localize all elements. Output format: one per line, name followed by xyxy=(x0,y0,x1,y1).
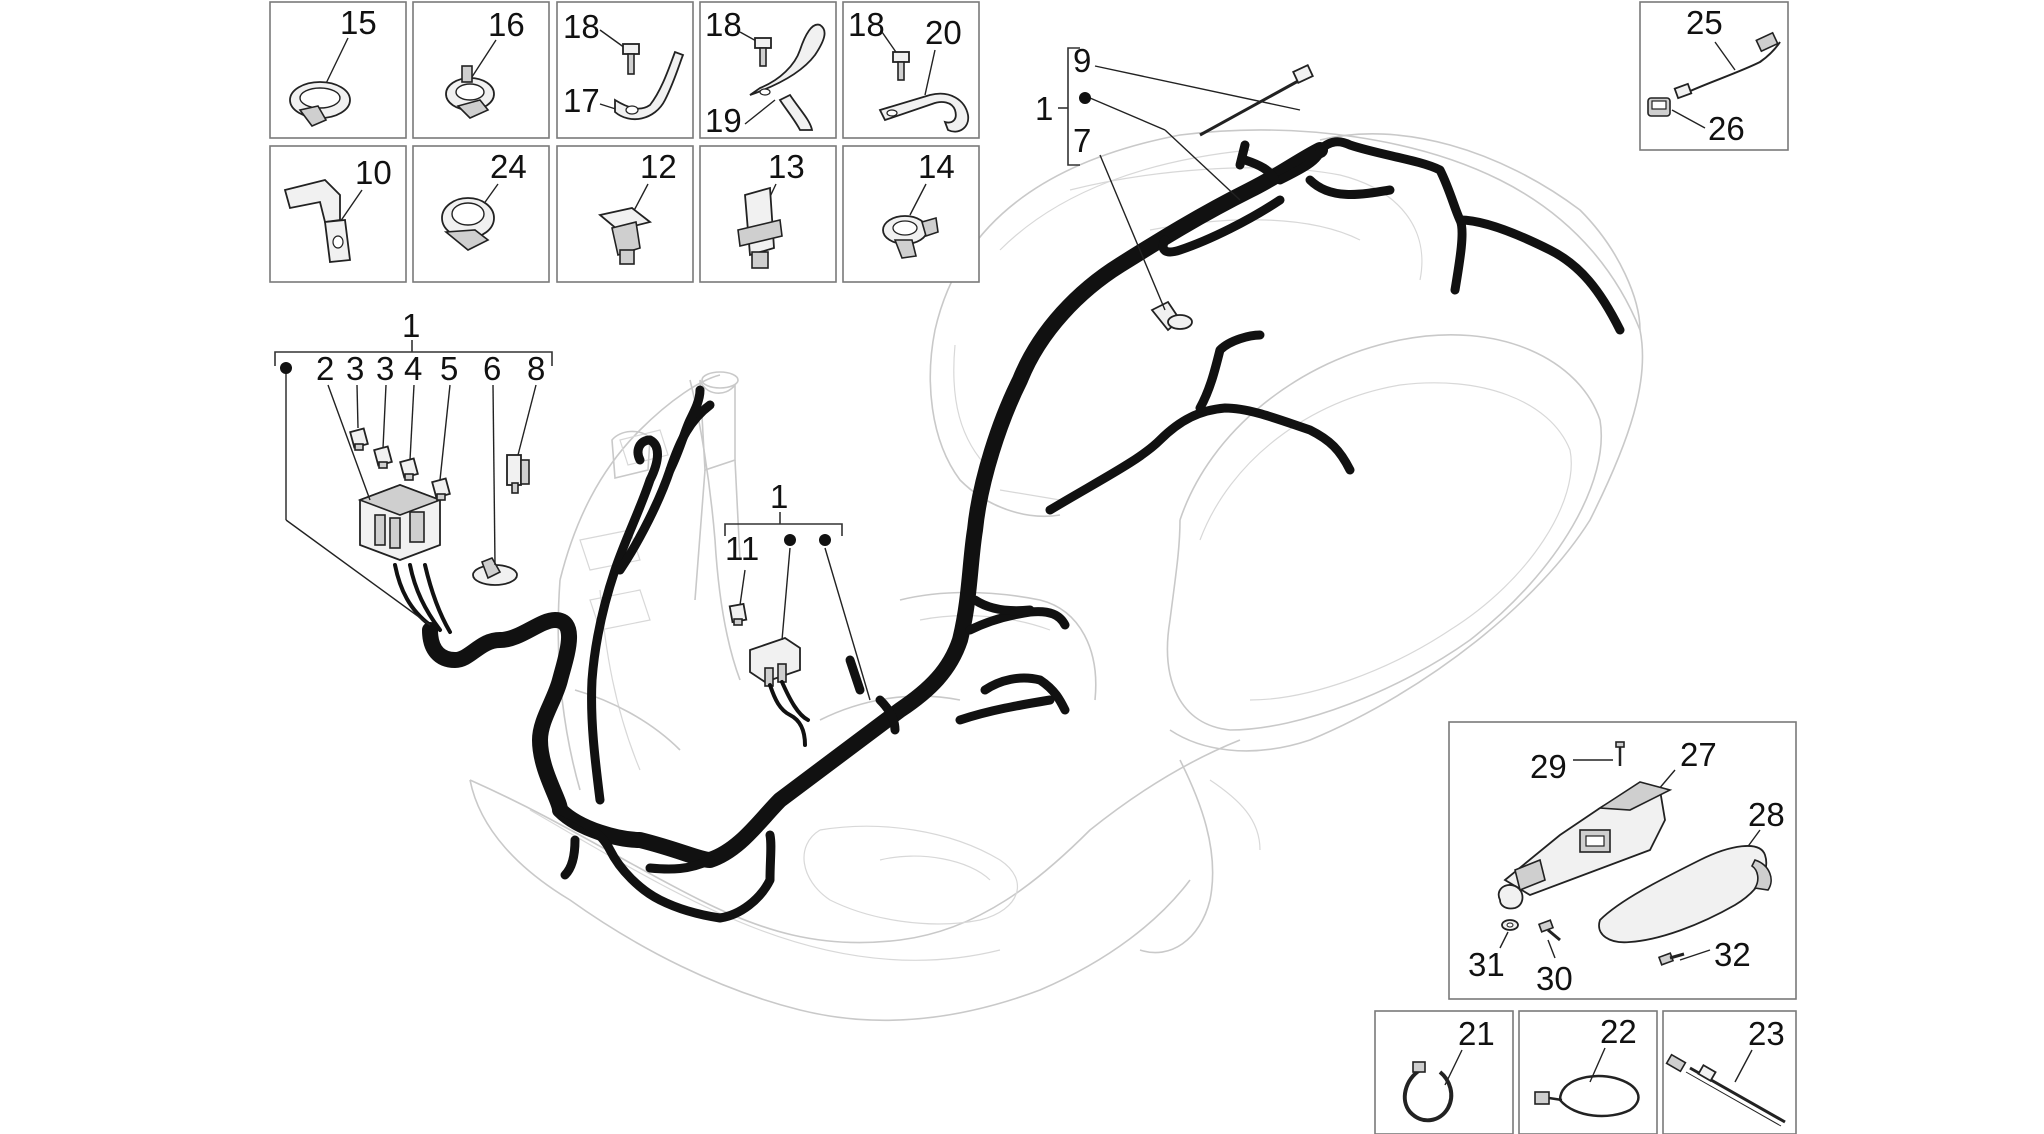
part-box-14: 14 xyxy=(842,145,980,283)
callout-9: 9 xyxy=(1073,42,1091,79)
svg-text:27: 27 xyxy=(1680,736,1717,773)
bolt-30-icon xyxy=(1537,919,1561,942)
svg-text:14: 14 xyxy=(918,148,955,185)
washer-31-icon xyxy=(1501,919,1519,931)
fuse-box-icon xyxy=(357,484,443,561)
svg-text:18: 18 xyxy=(563,8,600,45)
callout-1-top: 1 xyxy=(1035,90,1053,127)
callout-leaders xyxy=(274,47,1301,701)
fuse-5-icon xyxy=(431,477,451,501)
callout-4: 4 xyxy=(404,350,422,387)
grommet-26-icon xyxy=(1647,97,1671,117)
callout-3a: 3 xyxy=(346,350,364,387)
callout-2: 2 xyxy=(316,350,334,387)
part-box-23: 23 xyxy=(1662,1010,1797,1134)
callout-1-center: 1 xyxy=(770,478,788,515)
part-box-27-32: 29 27 28 31 30 32 xyxy=(1448,721,1797,1000)
svg-text:16: 16 xyxy=(488,6,525,43)
clamp-7-icon xyxy=(1150,300,1193,332)
part-box-22: 22 xyxy=(1518,1010,1658,1134)
svg-text:26: 26 xyxy=(1708,110,1745,147)
cover-28-icon xyxy=(1598,845,1772,944)
harness-trunk xyxy=(422,142,1328,868)
svg-text:17: 17 xyxy=(563,82,600,119)
center-connector-group xyxy=(728,300,1193,747)
connector-8-icon xyxy=(506,454,530,494)
pipe-clamp-icon xyxy=(445,65,495,119)
cable-tie-22-icon xyxy=(1534,1074,1640,1118)
callout-8: 8 xyxy=(527,350,545,387)
svg-text:15: 15 xyxy=(340,4,377,41)
bracket-17-icon xyxy=(614,50,685,121)
callout-11: 11 xyxy=(725,530,759,567)
push-clip-12-icon xyxy=(598,207,653,265)
part-box-21: 21 xyxy=(1374,1010,1514,1134)
callout-3b: 3 xyxy=(376,350,394,387)
harness-branch-mid xyxy=(1045,403,1355,515)
callout-6: 6 xyxy=(483,350,501,387)
bolt-18-icon xyxy=(622,43,640,75)
svg-text:29: 29 xyxy=(1530,748,1567,785)
svg-text:22: 22 xyxy=(1600,1013,1637,1050)
svg-text:10: 10 xyxy=(355,154,392,191)
cable-tie-9-icon xyxy=(1199,63,1314,137)
callout-1-left: 1 xyxy=(402,307,420,344)
fuse-3a-icon xyxy=(349,427,369,451)
cable-clamp-24-icon xyxy=(441,197,495,251)
fuse-4-icon xyxy=(399,457,419,481)
parts-grid-top-left: 15 16 18 17 xyxy=(269,1,980,283)
svg-text:32: 32 xyxy=(1714,936,1751,973)
svg-text:12: 12 xyxy=(640,148,677,185)
part-box-25-26: 25 26 xyxy=(1639,1,1789,151)
svg-text:19: 19 xyxy=(705,102,742,139)
l-bracket-10-icon xyxy=(283,179,352,263)
bolt-18b-icon xyxy=(754,37,772,67)
svg-text:31: 31 xyxy=(1468,946,1505,983)
screw-29-icon xyxy=(1615,741,1625,766)
svg-text:24: 24 xyxy=(490,148,527,185)
harness-branch-steering xyxy=(587,435,662,805)
lock-housing-27-icon xyxy=(1497,781,1673,910)
svg-text:30: 30 xyxy=(1536,960,1573,997)
clamp-20-icon xyxy=(878,92,970,133)
part-box-16: 16 xyxy=(412,1,550,139)
svg-text:18: 18 xyxy=(705,6,742,43)
part-box-18-19: 18 19 xyxy=(699,1,837,139)
bracket-19-icon xyxy=(749,23,826,131)
band-clamp-icon xyxy=(289,81,351,127)
svg-text:21: 21 xyxy=(1458,1015,1495,1052)
callout-dots xyxy=(280,92,1091,546)
svg-text:20: 20 xyxy=(925,14,962,51)
callout-5: 5 xyxy=(440,350,458,387)
part-box-24: 24 xyxy=(412,145,550,283)
cable-tie-mount-13-icon xyxy=(737,186,783,269)
part-box-13: 13 xyxy=(699,145,837,283)
svg-text:23: 23 xyxy=(1748,1015,1785,1052)
bolt-18c-icon xyxy=(892,51,910,81)
harness-clamp-14-icon xyxy=(882,215,939,259)
part-box-10: 10 xyxy=(269,145,407,283)
part-box-15: 15 xyxy=(269,1,407,139)
part-box-17-18: 18 17 xyxy=(556,1,694,139)
cable-tie-23-icon xyxy=(1665,1053,1786,1127)
fuse-11-icon xyxy=(728,602,748,626)
callout-7: 7 xyxy=(1073,122,1091,159)
harness-branch-rear xyxy=(1315,137,1467,295)
svg-text:18: 18 xyxy=(848,6,885,43)
harness-branch-front-loop xyxy=(555,805,776,923)
cable-25-icon xyxy=(1673,31,1781,100)
main-callout-labels: 1 2 3 3 4 5 6 8 1 11 9 1 7 xyxy=(316,42,1091,567)
connector-block-icon xyxy=(749,637,810,747)
part-box-12: 12 xyxy=(556,145,694,283)
svg-text:25: 25 xyxy=(1686,4,1723,41)
svg-text:28: 28 xyxy=(1748,796,1785,833)
svg-text:13: 13 xyxy=(768,148,805,185)
fuse-box-assembly xyxy=(349,427,530,586)
screw-32-icon xyxy=(1657,952,1685,966)
fuse-3b-icon xyxy=(373,445,393,469)
part-box-18-20: 18 20 xyxy=(842,1,980,139)
main-wiring-harness xyxy=(393,137,1625,923)
cable-tie-21-icon xyxy=(1402,1061,1454,1123)
